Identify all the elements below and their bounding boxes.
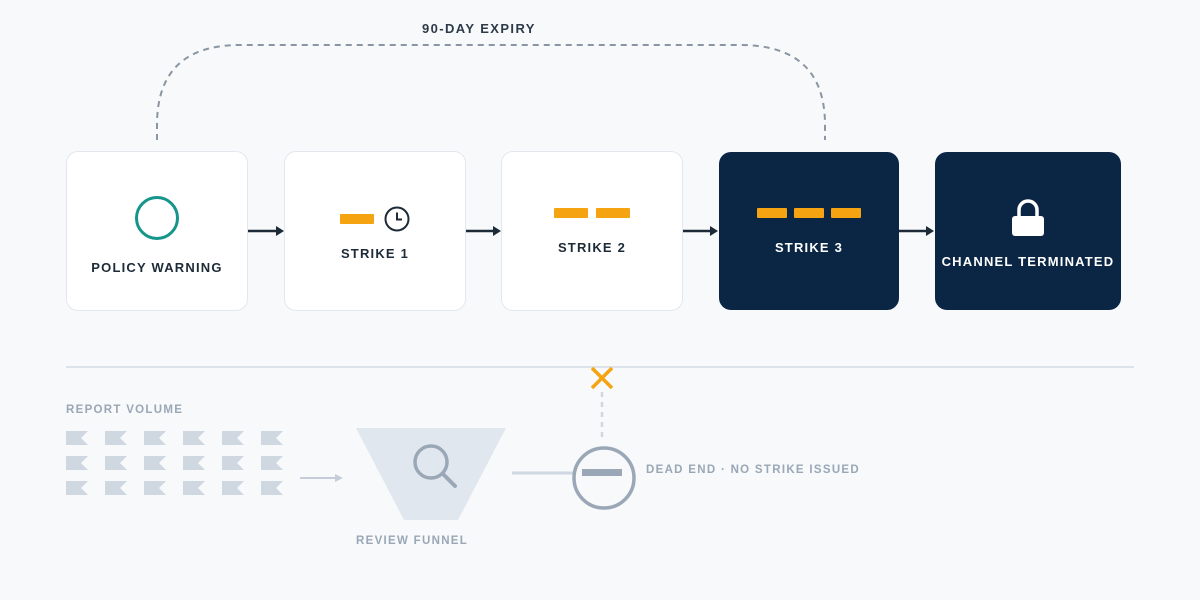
clock-icon bbox=[384, 206, 410, 231]
stage-label: CHANNEL TERMINATED bbox=[941, 253, 1115, 269]
dead-end-label: DEAD END · NO STRIKE ISSUED bbox=[646, 464, 861, 476]
report-flag-icon bbox=[183, 431, 205, 445]
report-flag-icon bbox=[105, 481, 127, 495]
report-flag-icon bbox=[261, 431, 283, 445]
report-flag-icon bbox=[144, 481, 166, 495]
report-flag-icon bbox=[261, 481, 283, 495]
stage-arrow bbox=[683, 226, 718, 236]
stage-strike-2[interactable]: STRIKE 2 bbox=[501, 151, 683, 311]
strike-indicator bbox=[757, 200, 861, 226]
stage-channel-terminated[interactable]: CHANNEL TERMINATED bbox=[935, 152, 1121, 310]
strike-indicator bbox=[554, 200, 630, 226]
stage-arrow bbox=[466, 226, 501, 236]
report-flag-icon bbox=[66, 481, 88, 495]
report-flag-icon bbox=[183, 456, 205, 470]
x-mark-icon bbox=[590, 366, 614, 390]
report-flag-icon bbox=[183, 481, 205, 495]
strike-bar bbox=[596, 207, 630, 218]
review-funnel-label: REVIEW FUNNEL bbox=[356, 535, 469, 547]
report-volume-label: REPORT VOLUME bbox=[66, 404, 184, 416]
stage-arrow bbox=[899, 226, 934, 236]
strike-bar bbox=[757, 207, 787, 218]
flow-arrow bbox=[300, 474, 343, 482]
strike-bar bbox=[340, 213, 374, 224]
magnifier-icon bbox=[413, 444, 457, 488]
stage-strike-1[interactable]: STRIKE 1 bbox=[284, 151, 466, 311]
strike-indicator bbox=[340, 206, 410, 232]
report-flag-icon bbox=[105, 431, 127, 445]
report-flag-icon bbox=[222, 481, 244, 495]
stage-arrow bbox=[248, 226, 284, 236]
report-flag-icon bbox=[222, 431, 244, 445]
expiry-label: 90-DAY EXPIRY bbox=[422, 21, 536, 36]
expiry-arc bbox=[156, 44, 826, 140]
dead-end-icon bbox=[572, 446, 636, 510]
report-flag-icon bbox=[66, 456, 88, 470]
stage-label: STRIKE 2 bbox=[557, 239, 627, 255]
lock-icon bbox=[1012, 198, 1044, 236]
stage-label: STRIKE 3 bbox=[774, 239, 844, 255]
report-flag-icon bbox=[144, 456, 166, 470]
report-flag-icon bbox=[144, 431, 166, 445]
stage-label: POLICY WARNING bbox=[91, 259, 223, 275]
strike-bar bbox=[831, 207, 861, 218]
stage-strike-3[interactable]: STRIKE 3 bbox=[719, 152, 899, 310]
stage-label: STRIKE 1 bbox=[340, 245, 410, 261]
report-flag-icon bbox=[261, 456, 283, 470]
report-flag-icon bbox=[66, 431, 88, 445]
strike-bar bbox=[794, 207, 824, 218]
report-flags bbox=[66, 431, 283, 495]
report-flag-icon bbox=[105, 456, 127, 470]
stage-policy-warning[interactable]: POLICY WARNING bbox=[66, 151, 248, 311]
strike-bar bbox=[554, 207, 588, 218]
ring-icon bbox=[135, 195, 179, 240]
report-flag-icon bbox=[222, 456, 244, 470]
review-funnel bbox=[356, 428, 506, 520]
